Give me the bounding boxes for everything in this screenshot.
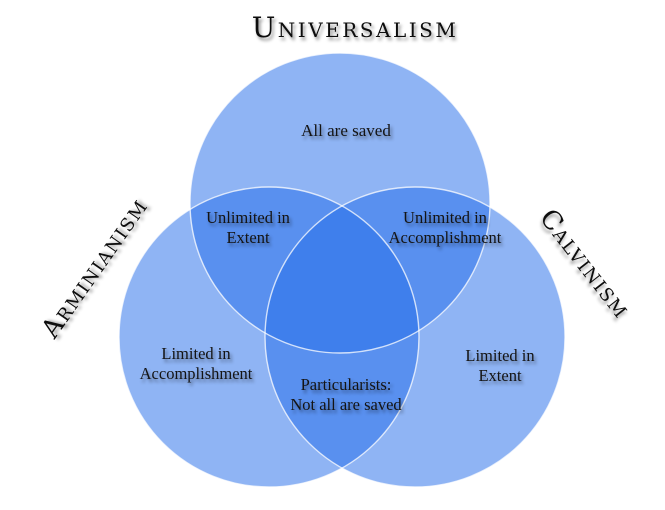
region-label-calvinism-only: Limited in Extent — [465, 346, 534, 386]
region-label-arminianism-only: Limited in Accomplishment — [140, 344, 253, 384]
calvinism-circle — [265, 187, 565, 487]
region-label-line: Unlimited in — [403, 208, 487, 227]
calvinism-circle-edge — [264, 186, 566, 488]
arminianism-circle-edge — [118, 186, 420, 488]
universalism-title: Universalism — [251, 11, 459, 44]
region-label-line: Extent — [478, 366, 522, 385]
region-label-line: Accomplishment — [139, 364, 253, 383]
region-label-line: Not all are saved — [290, 395, 402, 414]
region-label-universalism-arminianism: Unlimited in Extent — [206, 208, 290, 248]
universalism-circle-edge — [189, 52, 491, 354]
region-label-line: Accomplishment — [388, 228, 502, 247]
region-label-universalism-calvinism: Unlimited in Accomplishment — [389, 208, 502, 248]
region-label-line: Unlimited in — [206, 208, 290, 227]
region-label-arminianism-calvinism: Particularists: Not all are saved — [290, 375, 401, 415]
region-label-line: Particularists: — [300, 375, 392, 394]
region-label-line: Extent — [226, 228, 270, 247]
region-label-universalism-only: All are saved — [301, 121, 391, 140]
region-label-line: Limited in — [465, 346, 535, 365]
region-label-line: Limited in — [161, 344, 231, 363]
